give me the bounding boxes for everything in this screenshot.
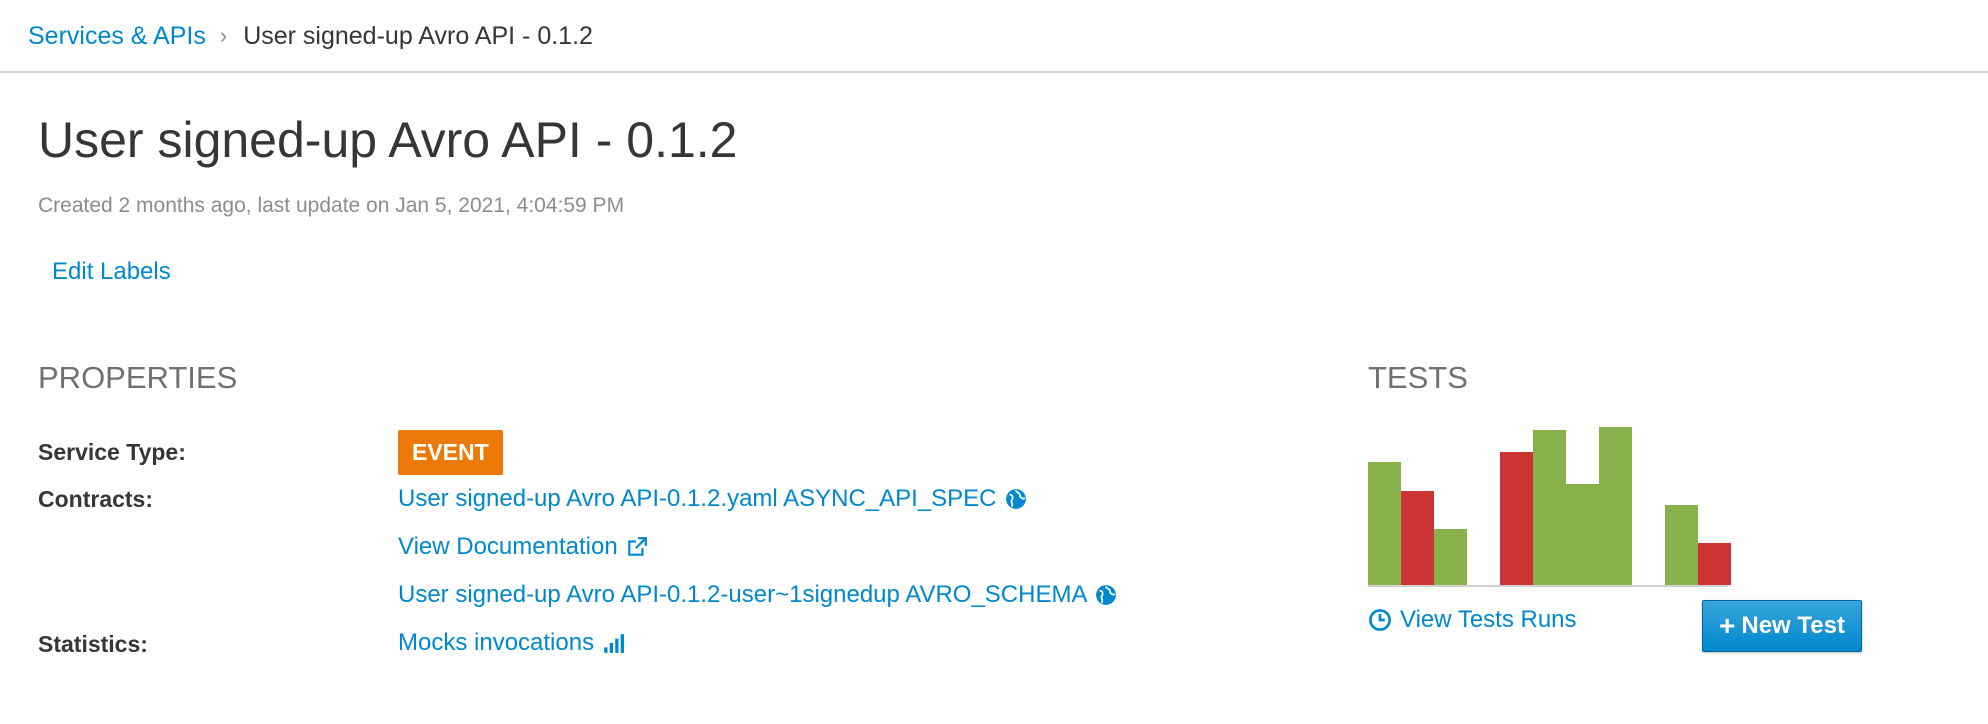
test-run-bar-10[interactable] bbox=[1665, 505, 1698, 585]
globe-icon bbox=[1095, 584, 1117, 606]
properties-title: PROPERTIES bbox=[38, 360, 238, 395]
edit-labels-link[interactable]: Edit Labels bbox=[52, 258, 171, 285]
new-test-button[interactable]: + New Test bbox=[1702, 600, 1862, 652]
mocks-invocations-link[interactable]: Mocks invocations bbox=[398, 627, 625, 659]
tests-chart bbox=[1368, 420, 1740, 588]
globe-icon bbox=[1005, 488, 1027, 510]
test-run-bar-8[interactable] bbox=[1599, 427, 1632, 585]
page-title: User signed-up Avro API - 0.1.2 bbox=[38, 112, 738, 168]
breadcrumb-separator-icon: › bbox=[219, 23, 228, 48]
breadcrumb-current: User signed-up Avro API - 0.1.2 bbox=[243, 22, 593, 50]
view-tests-runs-label: View Tests Runs bbox=[1400, 606, 1577, 633]
clock-icon bbox=[1368, 608, 1392, 632]
test-run-bar-3[interactable] bbox=[1434, 529, 1467, 585]
mocks-invocations-label: Mocks invocations bbox=[398, 629, 595, 656]
test-run-bar-6[interactable] bbox=[1533, 430, 1566, 585]
contract-async-api-label: User signed-up Avro API-0.1.2.yaml ASYNC… bbox=[398, 485, 997, 512]
breadcrumb-bar: Services & APIs › User signed-up Avro AP… bbox=[0, 0, 1988, 73]
view-documentation-label: View Documentation bbox=[398, 533, 618, 560]
statistics-label: Statistics: bbox=[38, 631, 148, 657]
service-type-badge: EVENT bbox=[398, 430, 503, 475]
contract-async-api-link[interactable]: User signed-up Avro API-0.1.2.yaml ASYNC… bbox=[398, 483, 1027, 515]
view-documentation-link[interactable]: View Documentation bbox=[398, 531, 648, 563]
external-link-icon bbox=[626, 536, 648, 558]
contract-avro-schema-link[interactable]: User signed-up Avro API-0.1.2-user~1sign… bbox=[398, 579, 1117, 611]
view-tests-runs-link[interactable]: View Tests Runs bbox=[1368, 604, 1577, 636]
tests-title: TESTS bbox=[1368, 360, 1468, 395]
contract-avro-schema-label: User signed-up Avro API-0.1.2-user~1sign… bbox=[398, 581, 1088, 608]
breadcrumb: Services & APIs › User signed-up Avro AP… bbox=[28, 20, 593, 52]
test-run-bar-5[interactable] bbox=[1500, 452, 1533, 585]
page-subtitle: Created 2 months ago, last update on Jan… bbox=[38, 194, 625, 217]
service-type-label: Service Type: bbox=[38, 439, 186, 465]
test-run-bar-11[interactable] bbox=[1698, 543, 1731, 585]
new-test-label: New Test bbox=[1741, 612, 1845, 639]
test-run-bar-7[interactable] bbox=[1566, 484, 1599, 585]
test-run-bar-2[interactable] bbox=[1401, 491, 1434, 585]
breadcrumb-services-link[interactable]: Services & APIs bbox=[28, 22, 206, 50]
plus-icon: + bbox=[1719, 610, 1736, 641]
test-run-bar-1[interactable] bbox=[1368, 462, 1401, 585]
tests-chart-svg bbox=[1368, 427, 1731, 587]
contracts-label: Contracts: bbox=[38, 486, 154, 512]
bar-chart-icon bbox=[602, 632, 625, 654]
